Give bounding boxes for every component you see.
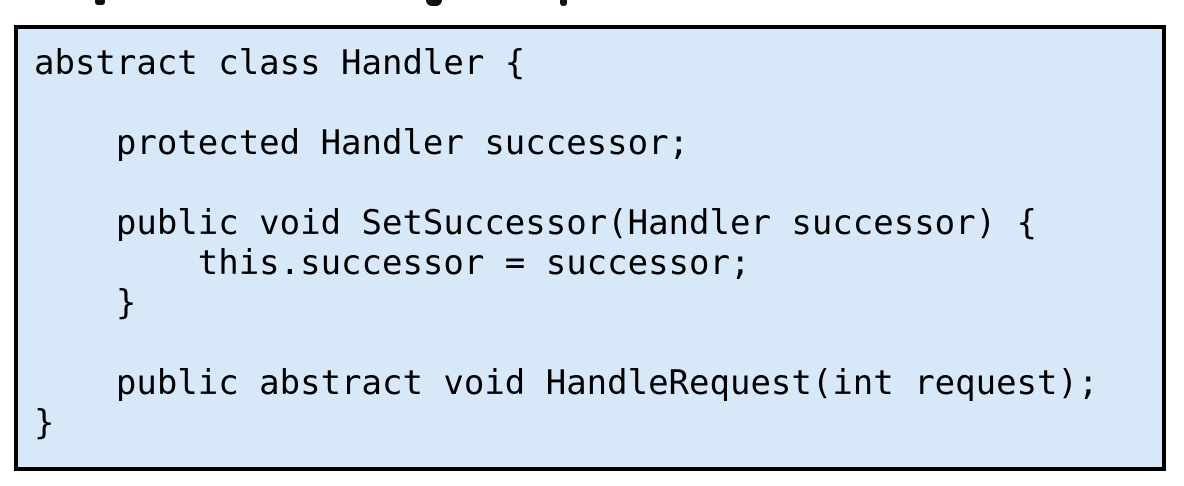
code-line xyxy=(34,323,1162,363)
code-listing-box: abstract class Handler { protected Handl… xyxy=(14,25,1166,471)
code-line xyxy=(34,163,1162,203)
cropped-heading-descender-fragment xyxy=(426,0,442,6)
code-line: } xyxy=(34,283,137,323)
code-line: protected Handler successor; xyxy=(34,123,690,163)
code-line xyxy=(34,83,1162,123)
code-line: this.successor = successor; xyxy=(34,243,751,283)
code-line: } xyxy=(34,403,55,443)
cropped-heading-descender-fragment xyxy=(560,0,567,6)
code-line: public abstract void HandleRequest(int r… xyxy=(34,363,1099,403)
code-line: abstract class Handler { xyxy=(34,43,526,83)
cropped-heading-descender-fragment xyxy=(95,0,105,5)
code-line: public void SetSuccessor(Handler success… xyxy=(34,203,1038,243)
